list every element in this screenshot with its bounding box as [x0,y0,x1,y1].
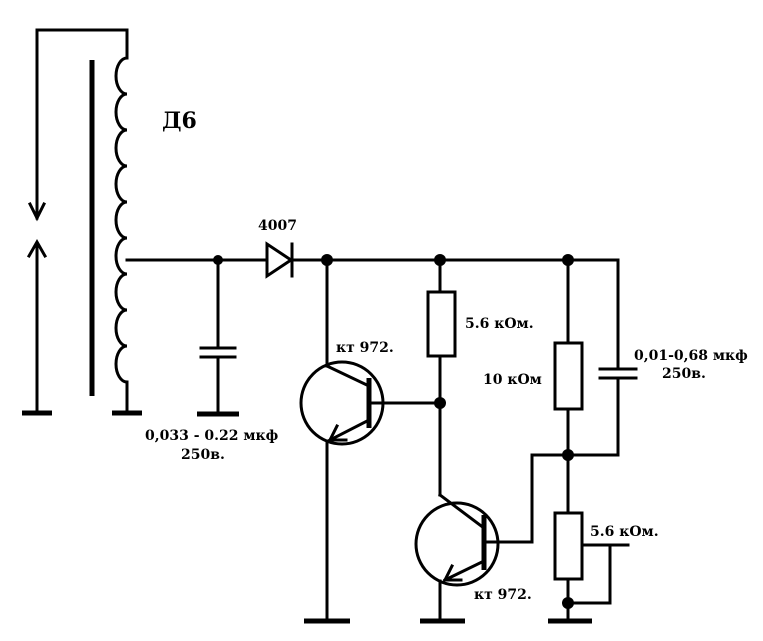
diode-label: 4007 [258,218,297,234]
resistor-r2 [553,258,584,515]
diode-4007 [265,241,294,279]
junction-dots [213,254,574,609]
q2-label: кт 972. [474,587,532,603]
transformer-label: Д6 [162,108,197,134]
r3-label: 5.6 кОм. [590,524,659,540]
cap2-value-label: 0,01-0,68 мкф [634,348,748,364]
cap1-voltage-label: 250в. [181,447,225,463]
transistor-q2 [414,453,570,624]
cap1-value-label: 0,033 - 0.22 мкф [145,428,279,444]
transformer-coil [112,56,142,416]
r1-label: 5.6 кОм. [465,316,534,332]
cap2-voltage-label: 250в. [662,366,706,382]
resistor-r3 [548,511,630,624]
spark-gap-output [22,28,129,416]
r2-label: 10 кОм [483,372,542,388]
resistor-r1 [426,258,457,497]
capacitor-c2 [566,258,638,457]
q1-label: кт 972. [336,340,394,356]
capacitor-c1 [197,258,239,417]
transistor-q1 [299,258,442,624]
